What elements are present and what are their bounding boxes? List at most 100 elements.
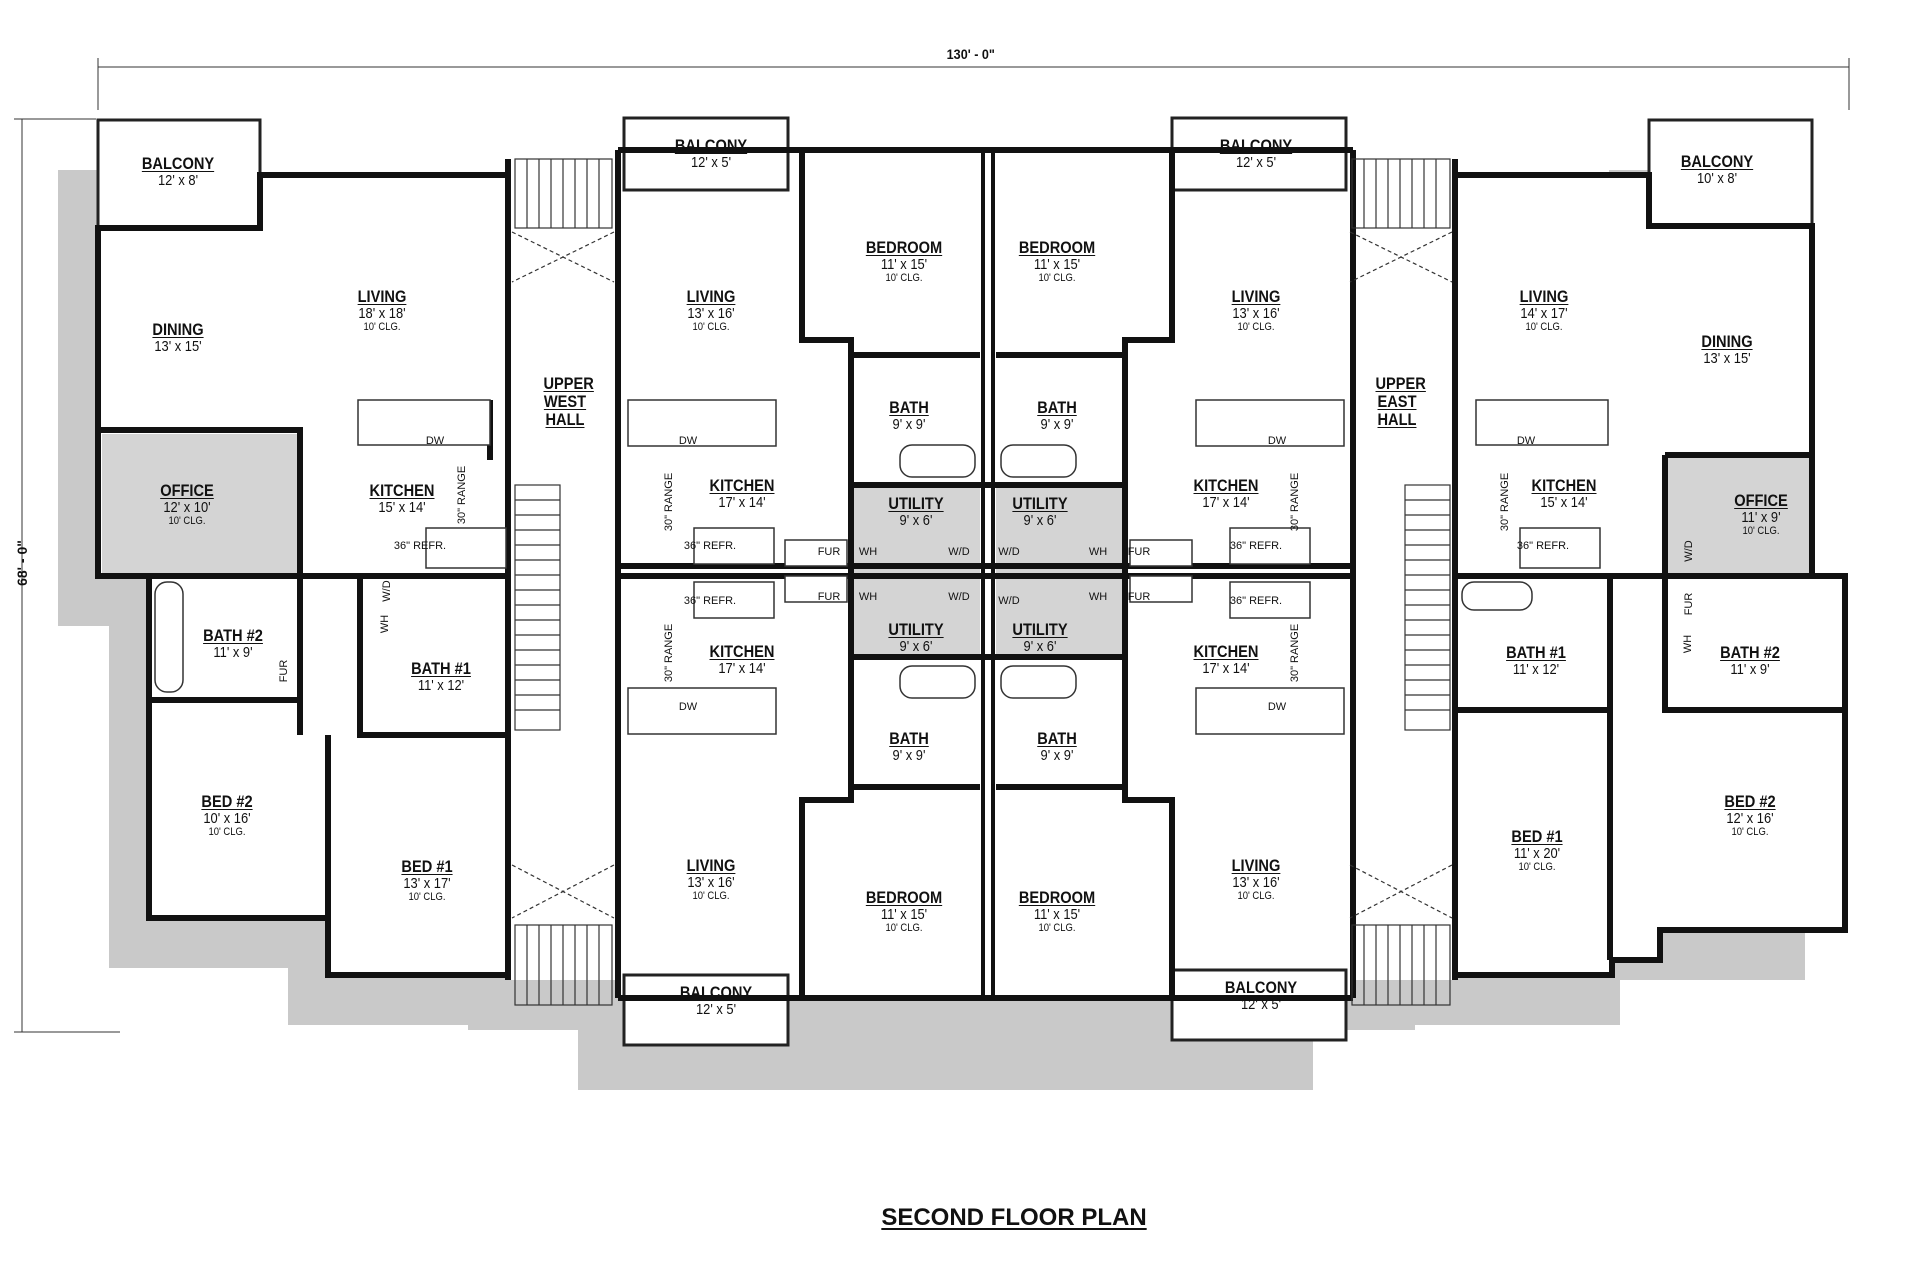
room-name: UTILITY [888, 620, 944, 639]
room-size: 17' x 14' [718, 493, 766, 511]
room-name: BALCONY [674, 136, 748, 155]
bathtubs [154, 444, 1533, 699]
room-name: BALCONY [1680, 152, 1754, 171]
room-name: LIVING [1231, 287, 1281, 306]
fixture-label: 36" REFR. [1516, 540, 1570, 553]
room-name: LIVING [357, 287, 407, 306]
room-size: 13' x 15' [154, 337, 202, 355]
room-size: 9' x 6' [1023, 637, 1057, 655]
fixture-label: 36" REFR. [393, 540, 447, 553]
room-ceiling: 10' CLG. [1518, 860, 1556, 873]
room-name: BALCONY [679, 983, 753, 1002]
room-name: KITCHEN [1531, 476, 1597, 495]
room-size: 12' x 5' [1240, 995, 1282, 1013]
fixture-label: FUR [1683, 592, 1696, 616]
room-name: BEDROOM [865, 238, 943, 257]
utility-zone-layer [102, 434, 1810, 657]
room-name: LIVING [1519, 287, 1569, 306]
room-size: 11' x 12' [417, 676, 465, 694]
room-name: BALCONY [141, 154, 215, 173]
room-size: 11' x 15' [1033, 905, 1081, 923]
room-label: UPPER WEST HALL [540, 374, 594, 429]
room-name: LIVING [686, 287, 736, 306]
room-name: BED #2 [1724, 792, 1776, 811]
room-size: 9' x 6' [1023, 511, 1057, 529]
room-ceiling: 10' CLG. [885, 271, 923, 284]
room-size: 12' x 5' [690, 153, 732, 171]
room-name: BED #1 [1511, 827, 1563, 846]
room-name: BATH #2 [1720, 643, 1780, 662]
room-name: LIVING [1231, 856, 1281, 875]
room-name: KITCHEN [709, 642, 775, 661]
fixture-label: 30" RANGE [1289, 472, 1302, 532]
fixture-label: WH [858, 591, 878, 604]
room-ceiling: 10' CLG. [408, 890, 446, 903]
room-name: BALCONY [1224, 978, 1298, 997]
room-name: LIVING [686, 856, 736, 875]
room-name: DINING [152, 320, 204, 339]
room-size: 15' x 14' [378, 498, 426, 516]
fixture-label: W/D [998, 595, 1020, 608]
room-size: 13' x 16' [687, 304, 735, 322]
room-size: 13' x 16' [687, 873, 735, 891]
fixture-label: W/D [948, 591, 970, 604]
overall-depth-dimension: 68' - 0" [14, 540, 30, 586]
room-size: 17' x 14' [1202, 493, 1250, 511]
fixture-label: 30" RANGE [456, 465, 469, 525]
fixture-label: WH [379, 614, 392, 634]
room-name: BATH [889, 398, 929, 417]
fixture-label: WH [858, 546, 878, 559]
room-size: 13' x 16' [1232, 873, 1280, 891]
fixture-label: FUR [817, 591, 841, 604]
room-size: 12' x 8' [157, 171, 199, 189]
room-size: 11' x 12' [1512, 660, 1560, 678]
room-size: 12' x 5' [695, 1000, 737, 1018]
fixture-label: 36" REFR. [683, 595, 737, 608]
room-size: 14' x 17' [1520, 304, 1568, 322]
room-name: OFFICE [1734, 491, 1788, 510]
room-ceiling: 10' CLG. [208, 825, 246, 838]
room-name: UPPER WEST HALL [543, 374, 594, 429]
fixture-label: DW [678, 435, 698, 448]
room-ceiling: 10' CLG. [363, 320, 401, 333]
fixture-label: 30" RANGE [663, 472, 676, 532]
fixture-label: 30" RANGE [1289, 623, 1302, 683]
room-name: KITCHEN [709, 476, 775, 495]
room-size: 17' x 14' [1202, 659, 1250, 677]
room-size: 9' x 9' [892, 746, 926, 764]
fixture-label: 30" RANGE [1499, 472, 1512, 532]
room-size: 11' x 9' [1730, 660, 1770, 678]
fixture-label: WH [1088, 546, 1108, 559]
room-size: 11' x 15' [1033, 255, 1081, 273]
room-size: 13' x 17' [403, 874, 451, 892]
room-name: KITCHEN [369, 481, 435, 500]
room-name: BATH #1 [411, 659, 471, 678]
room-size: 13' x 16' [1232, 304, 1280, 322]
room-ceiling: 10' CLG. [885, 921, 923, 934]
fixture-label: WH [1682, 634, 1695, 654]
room-size: 11' x 15' [880, 255, 928, 273]
fixture-label: W/D [948, 546, 970, 559]
room-name: BED #2 [201, 792, 253, 811]
fixture-label: FUR [1127, 546, 1151, 559]
